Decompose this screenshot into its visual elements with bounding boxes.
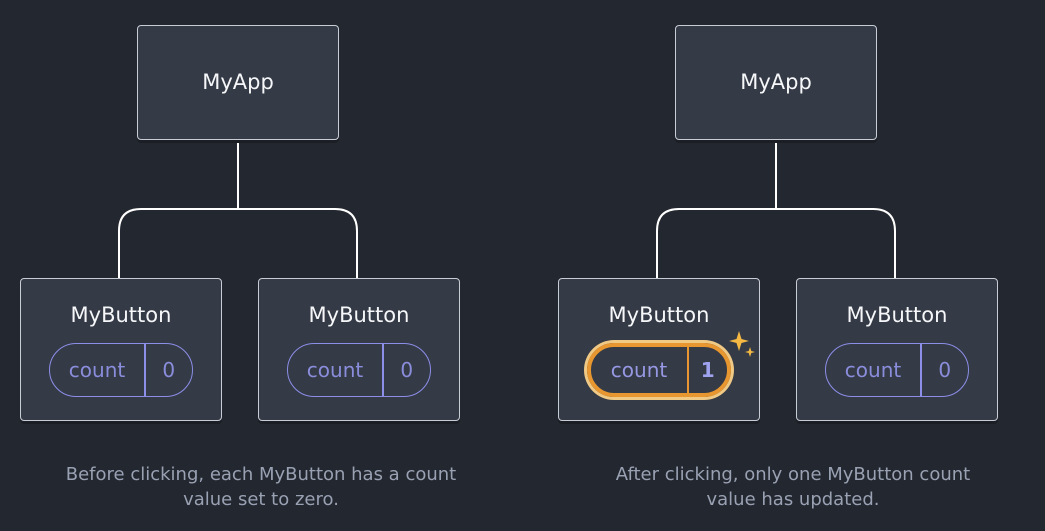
count-state-highlighted: count 1 <box>587 343 731 397</box>
state-value: 0 <box>400 358 414 382</box>
node-title: MyButton <box>70 303 172 327</box>
state-label: count <box>306 358 364 382</box>
count-state: count 0 <box>825 343 969 397</box>
connector-root-to-children <box>656 140 896 278</box>
caption: After clicking, only one MyButton count … <box>532 462 1045 512</box>
count-state: count 0 <box>287 343 431 397</box>
state-value: 1 <box>700 358 715 382</box>
mybutton-node: MyButton count 0 <box>20 278 222 421</box>
before-clicking-diagram: MyApp MyButton count 0 MyButton count 0 … <box>0 0 522 531</box>
tree-connectors <box>118 140 358 278</box>
node-title: MyButton <box>608 303 710 327</box>
state-label: count <box>68 358 126 382</box>
mybutton-node: MyButton count 0 <box>258 278 460 421</box>
tree-connectors <box>656 140 896 278</box>
node-title: MyApp <box>740 70 812 94</box>
state-divider <box>920 344 922 396</box>
sparkle-icon <box>729 331 755 357</box>
state-label: count <box>610 358 668 382</box>
caption: Before clicking, each MyButton has a cou… <box>0 462 522 512</box>
caption-line: After clicking, only one MyButton count <box>615 464 971 485</box>
node-title: MyButton <box>846 303 948 327</box>
connector-root-to-children <box>118 140 358 278</box>
state-divider <box>687 347 689 393</box>
state-value: 0 <box>938 358 952 382</box>
mybutton-node-updated: MyButton count 1 <box>558 278 760 421</box>
myapp-node: MyApp <box>675 25 877 140</box>
state-label: count <box>844 358 902 382</box>
state-divider <box>144 344 146 396</box>
node-title: MyButton <box>308 303 410 327</box>
myapp-node: MyApp <box>137 25 339 140</box>
state-divider <box>382 344 384 396</box>
caption-line: value set to zero. <box>183 489 339 510</box>
mybutton-node: MyButton count 0 <box>796 278 998 421</box>
after-clicking-diagram: MyApp MyButton count 1 MyButton count 0 … <box>538 0 1045 531</box>
node-title: MyApp <box>202 70 274 94</box>
count-state: count 0 <box>49 343 193 397</box>
caption-line: value has updated. <box>706 489 880 510</box>
state-value: 0 <box>162 358 176 382</box>
caption-line: Before clicking, each MyButton has a cou… <box>65 464 457 485</box>
